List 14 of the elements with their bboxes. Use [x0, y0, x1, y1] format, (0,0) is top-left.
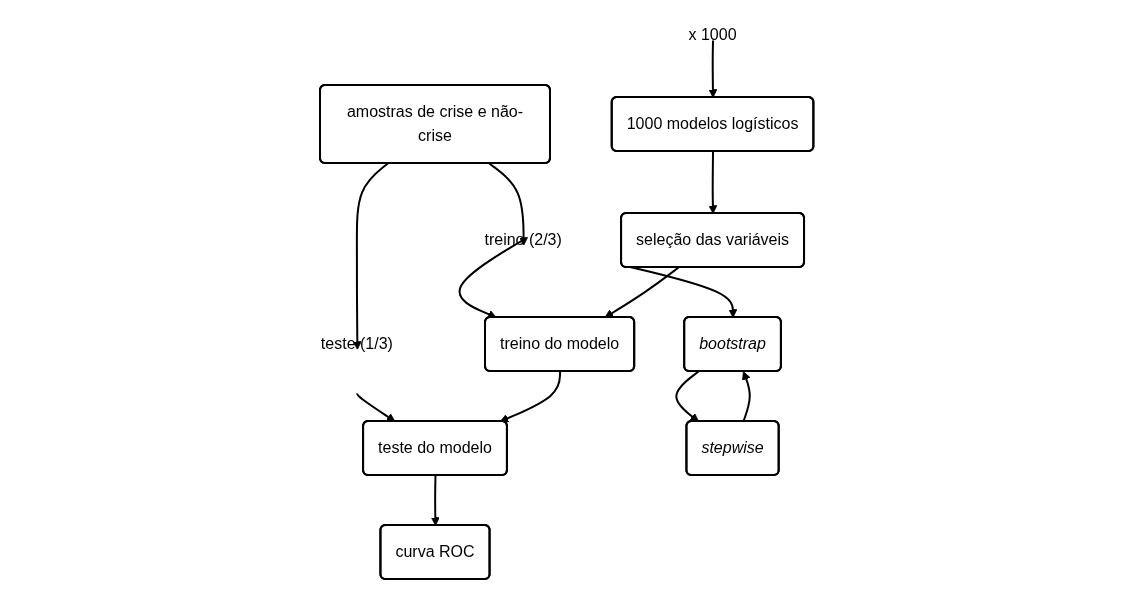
- arrow: [708, 39, 718, 98]
- arrow: [356, 392, 396, 422]
- node-text: amostras de crise e não-crise: [347, 103, 524, 144]
- arrow: [458, 239, 525, 319]
- arrow: [708, 150, 718, 214]
- arrow: [500, 370, 562, 423]
- arrow: [675, 370, 700, 422]
- arrow: [488, 162, 529, 246]
- arrow: [742, 371, 752, 423]
- arrow: [431, 474, 441, 526]
- node-text: teste (1/3): [321, 335, 394, 352]
- node-text: x 1000: [688, 26, 737, 43]
- arrow: [604, 266, 680, 318]
- arrow: [353, 162, 390, 350]
